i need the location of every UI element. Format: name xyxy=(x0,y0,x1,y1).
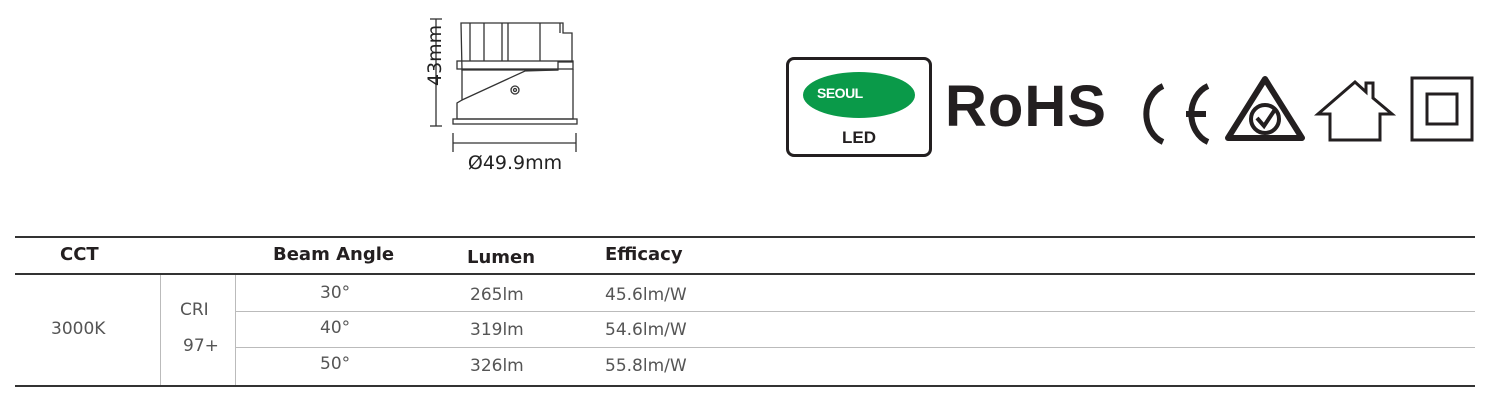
downlight-dimension-drawing xyxy=(430,18,578,152)
table-header-row: CCT Beam Angle Lumen Efficacy xyxy=(15,238,1475,275)
diameter-dimension-label: Ø49.9mm xyxy=(467,152,563,174)
class-ii-icon xyxy=(1410,76,1474,142)
header-beam-angle: Beam Angle xyxy=(273,244,395,265)
specification-table: CCT Beam Angle Lumen Efficacy 3000K CRI … xyxy=(15,236,1475,387)
rcm-icon xyxy=(1225,76,1305,141)
lumen-cell: 319lm xyxy=(470,320,524,340)
cct-value: 3000K xyxy=(51,319,106,339)
indoor-use-icon xyxy=(1313,79,1397,142)
height-dimension-label: 43mm xyxy=(424,24,446,86)
efficacy-cell: 45.6lm/W xyxy=(605,285,687,305)
seoul-led-text: LED xyxy=(842,128,876,147)
efficacy-cell: 55.8lm/W xyxy=(605,356,687,376)
lumen-cell: 326lm xyxy=(470,356,524,376)
seoul-logo-text: SEOUL xyxy=(817,85,863,101)
beam-angle-cell: 50° xyxy=(320,354,351,374)
cri-value: 97+ xyxy=(183,336,219,356)
seoul-led-logo: SEOUL LED xyxy=(786,57,932,157)
header-efficacy: Efficacy xyxy=(605,244,683,265)
header-cct: CCT xyxy=(60,244,99,265)
beam-angle-cell: 30° xyxy=(320,283,351,303)
header-lumen: Lumen xyxy=(467,247,536,268)
lumen-cell: 265lm xyxy=(470,285,524,305)
rohs-mark: RoHS xyxy=(945,74,1107,139)
ce-mark-icon xyxy=(1143,83,1210,145)
beam-angle-cell: 40° xyxy=(320,318,351,338)
efficacy-cell: 54.6lm/W xyxy=(605,320,687,340)
cri-label: CRI xyxy=(180,300,209,320)
certification-icons xyxy=(1143,76,1474,145)
